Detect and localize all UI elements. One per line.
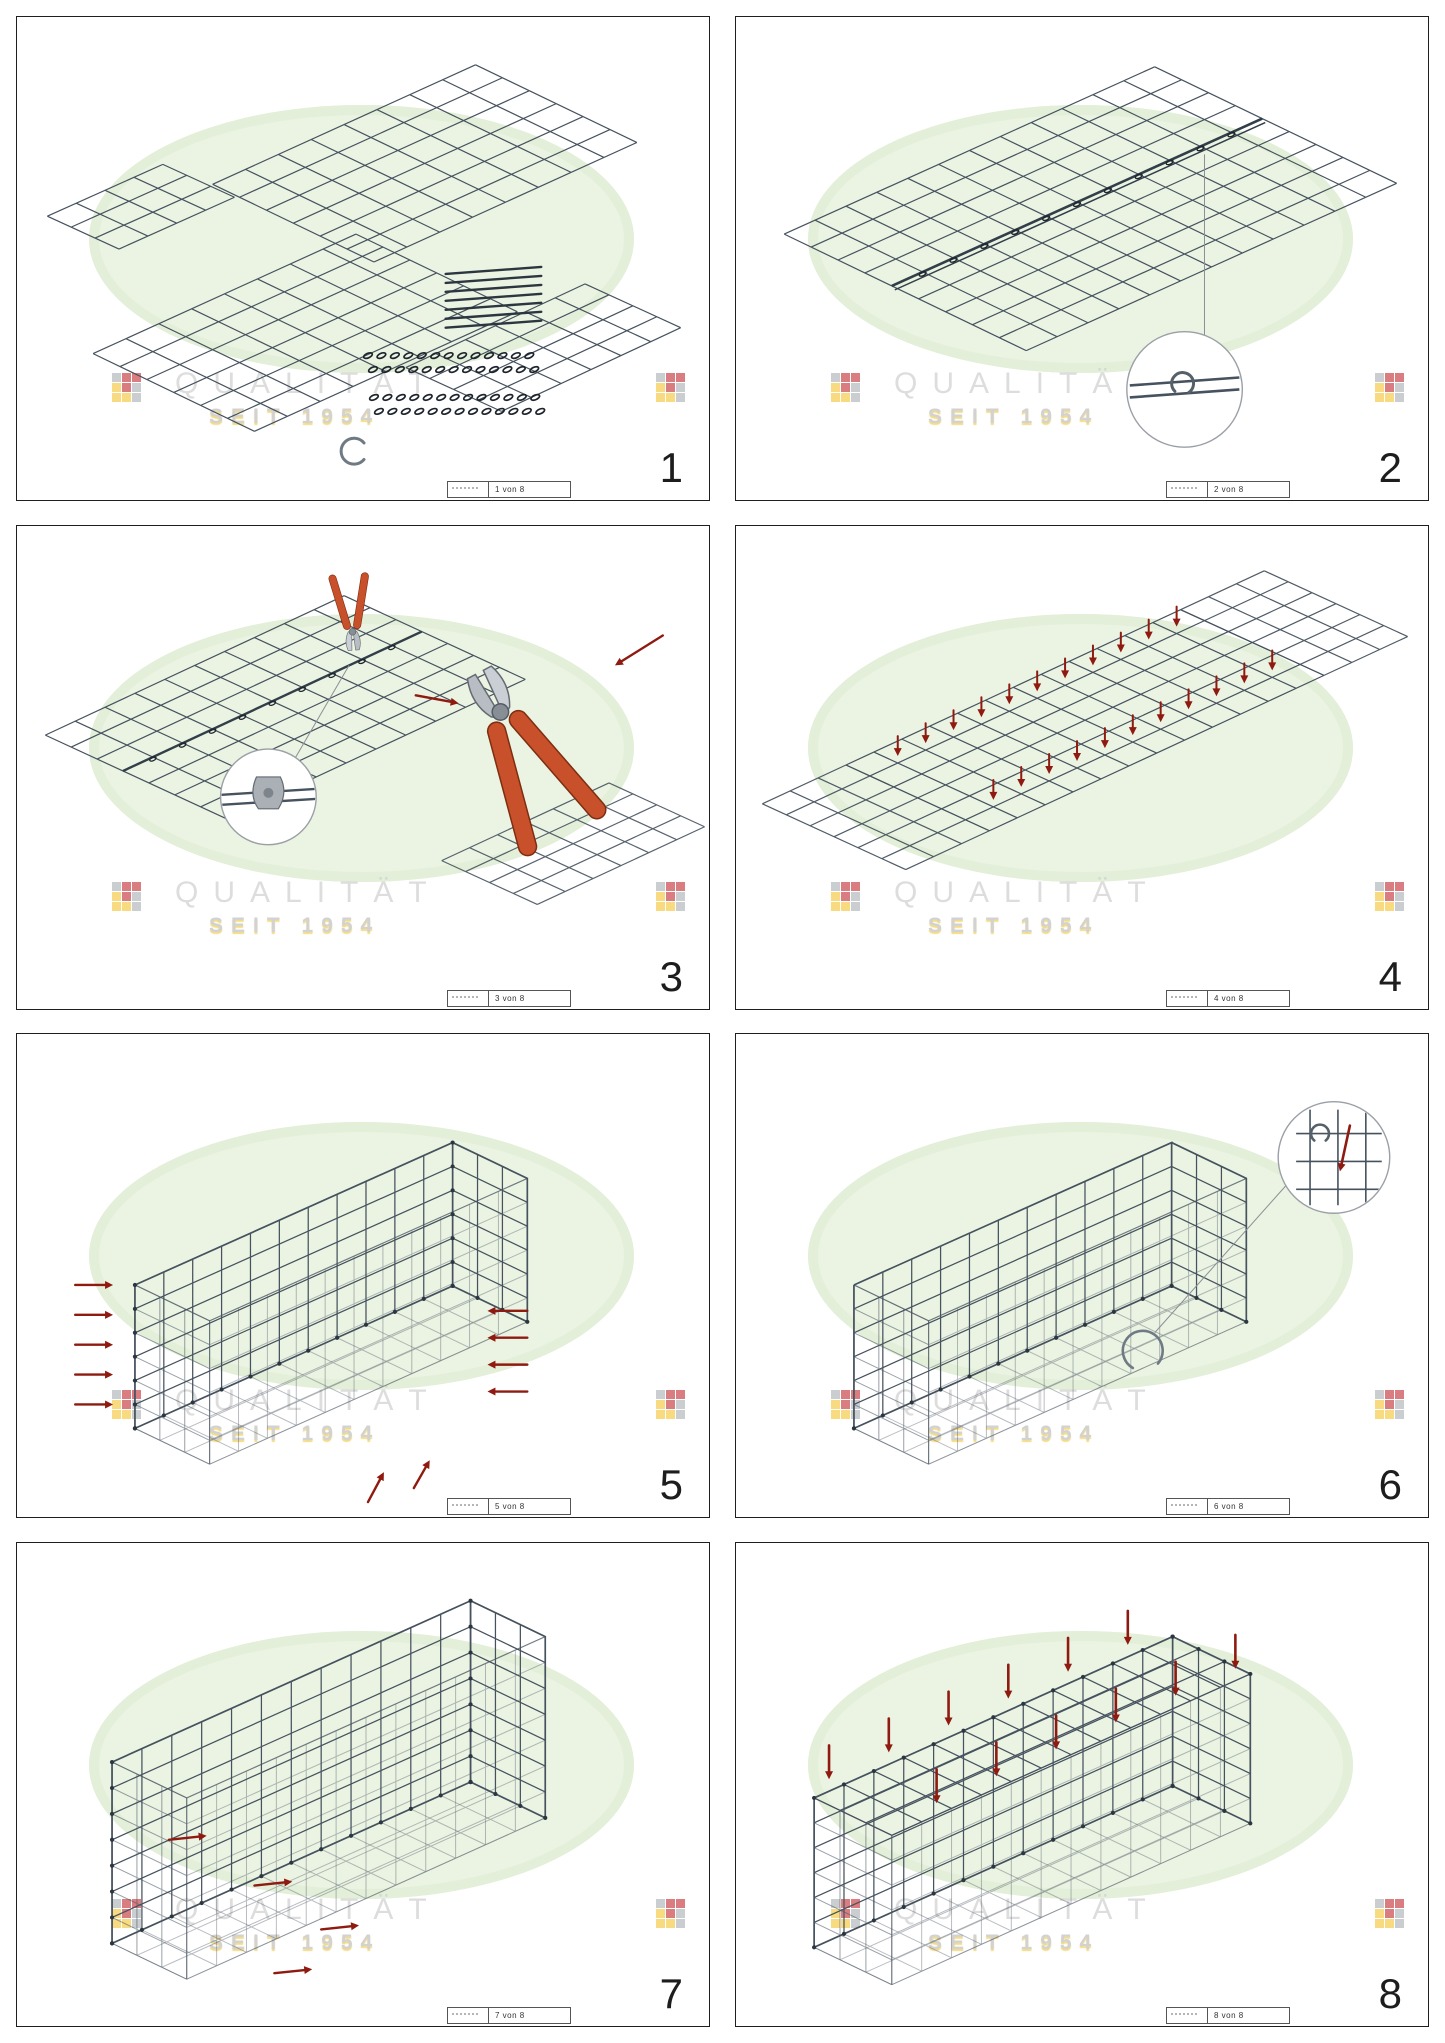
step-illustration-hook-detail xyxy=(851,1101,1391,1465)
watermark-line1: QUALITÄT xyxy=(175,1384,442,1417)
sheet-title-block: 1 von 8 xyxy=(447,481,571,498)
watermark-text: QUALITÄT SEIT 1954 xyxy=(175,876,442,938)
sheet-title-block: 3 von 8 xyxy=(447,989,571,1007)
watermark-line1: QUALITÄT xyxy=(894,367,1161,400)
watermark-text: QUALITÄT SEIT 1954 xyxy=(894,1893,1161,1955)
quality-watermark: QUALITÄT SEIT 1954 xyxy=(112,1893,687,1955)
step-illustration-cut xyxy=(45,571,705,905)
quality-watermark: QUALITÄT SEIT 1954 xyxy=(112,876,687,938)
watermark-line2: SEIT 1954 xyxy=(209,913,381,937)
instruction-sheet-3: QUALITÄT SEIT 1954 3 von 8 3 xyxy=(16,524,710,1010)
watermark-line1: QUALITÄT xyxy=(894,1384,1161,1417)
watermark-text: QUALITÄT SEIT 1954 xyxy=(894,876,1161,938)
step-number: 4 xyxy=(1378,952,1402,1000)
watermark-line2: SEIT 1954 xyxy=(928,913,1100,937)
watermark-text: QUALITÄT SEIT 1954 xyxy=(175,1893,442,1955)
title-block-micro-text xyxy=(1167,1499,1208,1514)
title-block-micro-text xyxy=(448,2007,489,2023)
title-block-micro-text xyxy=(448,990,489,1006)
watermark-line2: SEIT 1954 xyxy=(928,1930,1100,1954)
step-number: 5 xyxy=(659,1461,683,1508)
sheet-count-label: 8 von 8 xyxy=(1214,2010,1244,2020)
brand-logo-icon xyxy=(831,1390,860,1419)
brand-logo-icon xyxy=(656,1898,685,1928)
watermark-line2: SEIT 1954 xyxy=(928,405,1100,428)
instruction-sheet-8: QUALITÄT SEIT 1954 8 von 8 8 xyxy=(735,1541,1429,2027)
instruction-sheet-4: QUALITÄT SEIT 1954 4 von 8 4 xyxy=(735,524,1429,1010)
watermark-line2: SEIT 1954 xyxy=(209,1422,381,1445)
sheet-count-label: 2 von 8 xyxy=(1214,485,1244,494)
brand-logo-icon xyxy=(1375,1390,1404,1419)
step-number: 2 xyxy=(1378,444,1402,491)
sheet-title-block: 7 von 8 xyxy=(447,2006,571,2024)
brand-logo-icon xyxy=(1375,373,1404,402)
sheet-count-label: 7 von 8 xyxy=(495,2010,525,2020)
watermark-ellipse xyxy=(89,1122,634,1390)
sheet-title-block: 2 von 8 xyxy=(1166,481,1290,498)
watermark-text: QUALITÄT SEIT 1954 xyxy=(894,367,1161,429)
watermark-line2: SEIT 1954 xyxy=(928,1422,1100,1445)
sheet-count-label: 1 von 8 xyxy=(495,485,525,494)
step-illustration-basket-sides xyxy=(73,1140,530,1504)
instruction-sheet-2: QUALITÄT SEIT 1954 2 von 8 2 xyxy=(735,16,1429,501)
quality-watermark: QUALITÄT SEIT 1954 xyxy=(831,1384,1406,1446)
step-number: 6 xyxy=(1378,1461,1402,1508)
brand-logo-icon xyxy=(656,881,685,911)
brand-logo-icon xyxy=(656,373,685,402)
sheet-title-block: 5 von 8 xyxy=(447,1498,571,1515)
title-block-micro-text xyxy=(1167,2007,1208,2023)
brand-logo-icon xyxy=(112,373,141,402)
sheet-title-block: 4 von 8 xyxy=(1166,989,1290,1007)
quality-watermark: QUALITÄT SEIT 1954 xyxy=(831,367,1406,429)
sheet-count-label: 6 von 8 xyxy=(1214,1502,1244,1511)
step-number: 3 xyxy=(659,952,683,1000)
sheet-count-label: 5 von 8 xyxy=(495,1502,525,1511)
sheet-title-block: 8 von 8 xyxy=(1166,2006,1290,2024)
brand-logo-icon xyxy=(831,373,860,402)
brand-logo-icon xyxy=(1375,1898,1404,1928)
step-illustration-insert xyxy=(109,1598,548,1980)
step-number: 7 xyxy=(659,1969,683,2017)
watermark-line1: QUALITÄT xyxy=(894,1892,1161,1926)
watermark-ellipse xyxy=(808,1122,1353,1390)
brand-logo-icon xyxy=(831,881,860,911)
title-block-micro-text xyxy=(1167,990,1208,1006)
quality-watermark: QUALITÄT SEIT 1954 xyxy=(831,1893,1406,1955)
watermark-line1: QUALITÄT xyxy=(175,875,442,909)
instruction-sheet-7: QUALITÄT SEIT 1954 7 von 8 7 xyxy=(16,1541,710,2027)
quality-watermark: QUALITÄT SEIT 1954 xyxy=(831,876,1406,938)
watermark-ellipse xyxy=(808,613,1353,882)
step-illustration-close-lid xyxy=(812,1609,1253,1985)
watermark-text: QUALITÄT SEIT 1954 xyxy=(175,1384,442,1446)
step-illustration-fold xyxy=(762,569,1408,870)
title-block-micro-text xyxy=(448,482,489,497)
sheet-title-block: 6 von 8 xyxy=(1166,1498,1290,1515)
instruction-sheet-1: QUALITÄT SEIT 1954 1 von 8 1 xyxy=(16,16,710,501)
watermark-ellipse xyxy=(808,105,1353,373)
brand-logo-icon xyxy=(656,1390,685,1419)
watermark-text: QUALITÄT SEIT 1954 xyxy=(894,1384,1161,1446)
watermark-ellipse xyxy=(89,105,634,373)
watermark-line2: SEIT 1954 xyxy=(209,1930,381,1954)
title-block-micro-text xyxy=(1167,482,1208,497)
brand-logo-icon xyxy=(1375,881,1404,911)
instruction-sheet-6: QUALITÄT SEIT 1954 6 von 8 6 xyxy=(735,1033,1429,1518)
step-number: 1 xyxy=(659,444,683,491)
watermark-ellipse xyxy=(808,1630,1353,1899)
watermark-line1: QUALITÄT xyxy=(894,875,1161,909)
sheet-count-label: 4 von 8 xyxy=(1214,993,1244,1003)
sheet-count-label: 3 von 8 xyxy=(495,993,525,1003)
step-number: 8 xyxy=(1378,1969,1402,2017)
step-illustration-join xyxy=(783,66,1397,448)
watermark-line1: QUALITÄT xyxy=(175,1892,442,1926)
watermark-line2: SEIT 1954 xyxy=(209,405,381,428)
instruction-sheet-5: QUALITÄT SEIT 1954 5 von 8 5 xyxy=(16,1033,710,1518)
step-illustration-parts xyxy=(47,64,681,466)
title-block-micro-text xyxy=(448,1499,489,1514)
brand-logo-icon xyxy=(112,881,141,911)
